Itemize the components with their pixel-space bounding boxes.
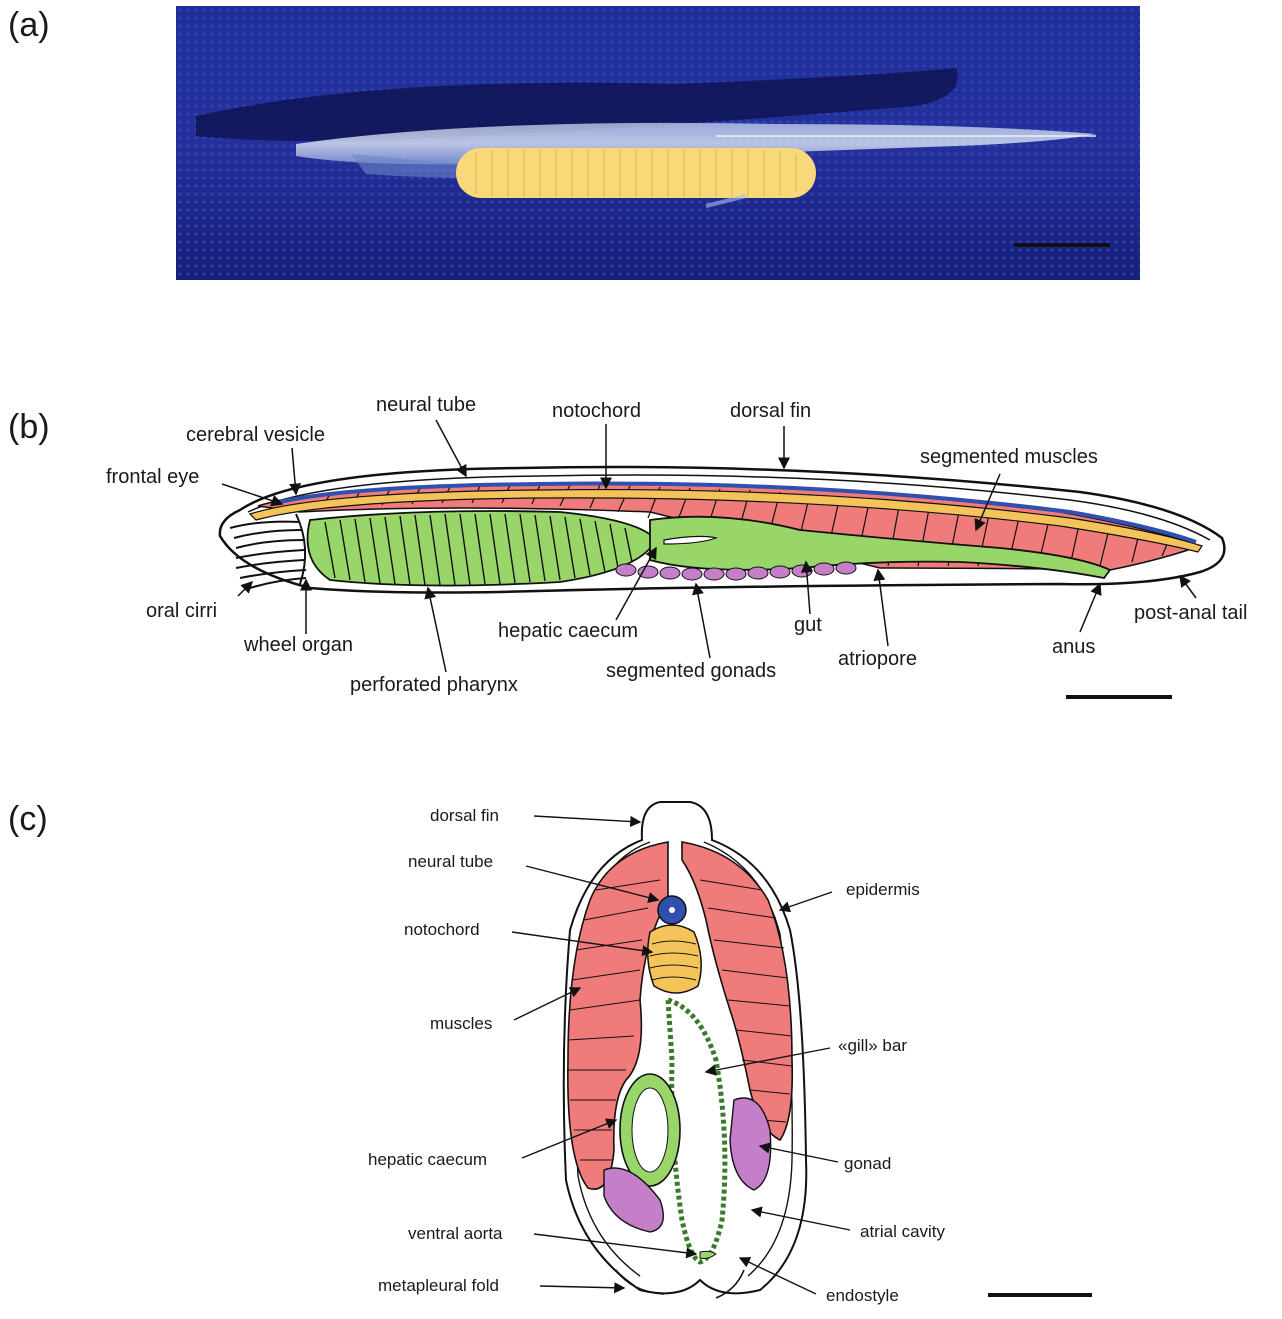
- label-c-gill-bar: «gill» bar: [838, 1036, 907, 1056]
- label-c-hepatic-caecum: hepatic caecum: [368, 1150, 487, 1170]
- label-c-endostyle: endostyle: [826, 1286, 899, 1306]
- label-c-neural-tube: neural tube: [408, 852, 493, 872]
- label-c-epidermis: epidermis: [846, 880, 920, 900]
- label-c-atrial-cavity: atrial cavity: [860, 1222, 945, 1242]
- label-c-ventral-aorta: ventral aorta: [408, 1224, 503, 1244]
- label-c-muscles: muscles: [430, 1014, 492, 1034]
- label-c-gonad: gonad: [844, 1154, 891, 1174]
- label-c-dorsal-fin: dorsal fin: [430, 806, 499, 826]
- notochord-shape: [648, 925, 701, 993]
- label-c-metapleural-fold: metapleural fold: [378, 1276, 499, 1296]
- label-c-notochord: notochord: [404, 920, 480, 940]
